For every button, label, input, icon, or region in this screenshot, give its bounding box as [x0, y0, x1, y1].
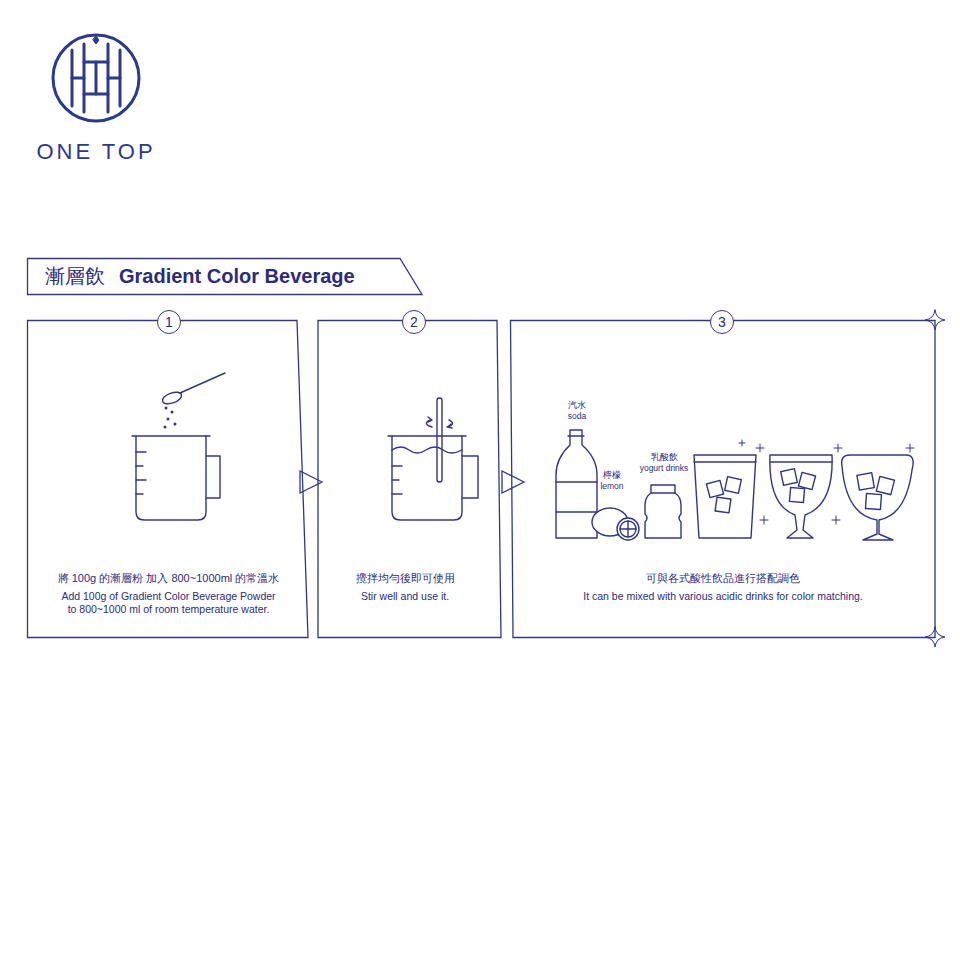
step-caption: 攪拌均勻後即可使用 Stir well and use it.: [317, 572, 493, 603]
instruction-en: Stir well and use it.: [317, 590, 493, 603]
drinks-illustration: [556, 430, 913, 540]
step-number: 3: [718, 315, 726, 329]
brand-name: ONE TOP: [36, 139, 155, 165]
instruction-zh: 將 100g 的漸層粉 加入 800~1000ml 的常溫水: [38, 572, 300, 586]
instruction-en: Add 100g of Gradient Color Beverage Powd…: [58, 590, 280, 616]
step-panel: 將 100g 的漸層粉 加入 800~1000ml 的常溫水 Add 100g o…: [27, 320, 310, 638]
step-caption: 可與各式酸性飲品進行搭配調色 It can be mixed with vario…: [523, 572, 923, 603]
step-panel: 攪拌均勻後即可使用Stir well and use it.2: [308, 320, 502, 638]
title-band: 漸層飲 Gradient Color Beverage: [27, 258, 423, 295]
item-label: soda: [568, 411, 586, 421]
instruction-zh: 可與各式酸性飲品進行搭配調色: [523, 572, 923, 586]
panel-border: [28, 259, 423, 295]
instruction-en: It can be mixed with various acidic drin…: [523, 590, 923, 603]
step-number: 1: [165, 315, 173, 329]
measuring-cup-powder: [132, 373, 225, 520]
item-label: lemon: [600, 481, 623, 491]
item-label: 汽水: [568, 400, 586, 412]
step-number-badge: 1: [157, 310, 181, 334]
panel-border: [511, 321, 936, 638]
measuring-cup-stir: [388, 398, 478, 520]
panel-border: [28, 321, 309, 638]
item-label: 檸檬: [603, 470, 621, 482]
item-label: yogurt drinks: [640, 463, 689, 473]
step-number-badge: 3: [710, 310, 734, 334]
panel-border: [318, 321, 501, 638]
step-panel: 可與各式酸性飲品進行搭配調色 It can be mixed with vario…: [510, 320, 936, 638]
step-number-badge: 2: [402, 310, 426, 334]
logo-emblem: [53, 35, 139, 121]
instruction-zh: 攪拌均勻後即可使用: [317, 572, 493, 586]
heading-en: Gradient Color Beverage: [119, 265, 355, 288]
heading-zh: 漸層飲: [45, 263, 105, 290]
arrow-head: [502, 471, 524, 493]
step-caption: 將 100g 的漸層粉 加入 800~1000ml 的常溫水 Add 100g o…: [38, 572, 300, 616]
item-label: 乳酸飲: [651, 452, 678, 464]
step-number: 2: [410, 315, 418, 329]
step-arrow: [502, 471, 524, 493]
